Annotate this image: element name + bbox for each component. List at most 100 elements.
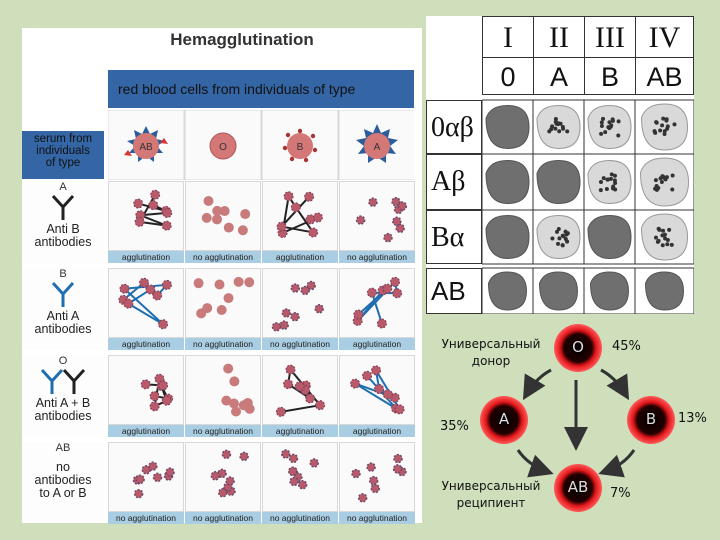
rbc-dot bbox=[158, 380, 169, 391]
table-body bbox=[482, 99, 694, 314]
table-group-header: B bbox=[584, 57, 636, 95]
result-cell bbox=[262, 355, 338, 425]
clump-dot bbox=[563, 236, 568, 241]
antibody-link bbox=[375, 369, 401, 410]
universal-recipient-label: Универсальный реципиент bbox=[432, 478, 550, 512]
rbc-dot bbox=[366, 287, 377, 298]
result-caption: agglutination bbox=[262, 425, 338, 437]
rbc-dot bbox=[223, 293, 234, 304]
result-cell bbox=[108, 442, 184, 512]
clump-dot bbox=[663, 177, 668, 182]
rbc-dot bbox=[135, 474, 145, 485]
row-label-line: no bbox=[56, 460, 70, 474]
serum-header-line: serum from bbox=[33, 133, 93, 145]
clump-dot bbox=[661, 116, 666, 121]
rbc-dot bbox=[300, 285, 310, 296]
rbc-dot bbox=[196, 308, 207, 319]
rbc-dot bbox=[158, 319, 169, 330]
clump-dot bbox=[550, 236, 555, 241]
clump-dot bbox=[556, 122, 561, 127]
clump-dot bbox=[599, 123, 604, 128]
result-cell bbox=[339, 355, 415, 425]
result-cell bbox=[262, 181, 338, 251]
rbc-dot bbox=[287, 466, 298, 477]
row-label-line: Anti A + B bbox=[35, 396, 91, 410]
rbc-dot bbox=[193, 278, 204, 289]
clump-dot bbox=[669, 242, 674, 247]
cells-illustration bbox=[355, 196, 408, 243]
result-cell bbox=[108, 181, 184, 251]
row-label-line: to A or B bbox=[39, 486, 87, 500]
rbc-dot bbox=[148, 200, 159, 211]
table-row-label: Aβ bbox=[426, 154, 482, 210]
row-label-line: antibodies bbox=[34, 473, 92, 487]
recipient-line: реципиент bbox=[456, 496, 526, 510]
rbc-dot bbox=[223, 222, 234, 233]
clump-dot bbox=[670, 187, 675, 192]
clump-dot bbox=[598, 188, 603, 193]
rbc-a-icon: A bbox=[356, 124, 398, 163]
rbc-type-label: AB bbox=[139, 142, 153, 153]
table-roman-header: I bbox=[482, 16, 534, 58]
clump-dot bbox=[653, 235, 658, 240]
row-label-line: antibodies bbox=[34, 409, 92, 423]
clump-dot bbox=[659, 180, 664, 185]
clump-dot bbox=[549, 127, 554, 132]
row-label-o: O Anti A + B antibodies bbox=[22, 355, 104, 437]
result-cell bbox=[108, 355, 184, 425]
rbc-dot bbox=[289, 476, 299, 487]
rbc-dot bbox=[368, 197, 378, 207]
result-caption: agglutination bbox=[108, 425, 184, 437]
rbc-dot bbox=[392, 464, 403, 474]
cells-illustration bbox=[276, 191, 323, 238]
clump-dot bbox=[656, 238, 661, 243]
rbc-dot bbox=[203, 195, 214, 206]
uniform-drop bbox=[485, 214, 530, 260]
rbc-dot bbox=[355, 215, 366, 225]
rbc-dot bbox=[123, 298, 134, 309]
node-b-circle bbox=[627, 396, 675, 444]
antibody-pair-icon bbox=[40, 368, 86, 394]
rbc-dot bbox=[362, 370, 373, 381]
rbc-header: red blood cells from individuals of type bbox=[108, 70, 414, 108]
rbc-dot bbox=[237, 225, 248, 236]
result-caption: no agglutination bbox=[262, 512, 338, 524]
hemagglutination-panel: Hemagglutination red blood cells from in… bbox=[22, 28, 422, 524]
rbc-dot bbox=[219, 206, 230, 217]
rbc-dot bbox=[279, 320, 289, 330]
clump-dot bbox=[557, 129, 562, 134]
result-caption: no agglutination bbox=[339, 251, 415, 263]
uniform-drop bbox=[589, 271, 630, 311]
clump-dot bbox=[604, 187, 609, 192]
cells-illustration bbox=[193, 276, 255, 319]
rbc-type-label: B bbox=[297, 142, 304, 153]
rbc-dot bbox=[216, 304, 227, 315]
rbc-dot bbox=[392, 288, 403, 299]
clump-dot bbox=[653, 178, 658, 183]
rbc-dot bbox=[376, 318, 387, 329]
rbc-dot bbox=[233, 276, 244, 287]
result-caption: no agglutination bbox=[108, 512, 184, 524]
uniform-drop bbox=[485, 104, 530, 150]
clump-dot bbox=[667, 227, 672, 232]
table-row-label: 0αβ bbox=[426, 100, 482, 154]
result-cell bbox=[262, 442, 338, 512]
antibody-link bbox=[123, 288, 164, 325]
row-type: A bbox=[59, 181, 67, 193]
clump-dot bbox=[670, 173, 675, 178]
clump-dot bbox=[613, 181, 618, 186]
node-ab-circle bbox=[554, 464, 602, 512]
rbc-dot bbox=[134, 216, 145, 227]
result-caption: no agglutination bbox=[339, 512, 415, 524]
rbc-dot bbox=[133, 198, 144, 209]
cells-illustration bbox=[275, 364, 326, 417]
node-ab-label: AB bbox=[567, 478, 589, 496]
result-caption: agglutination bbox=[108, 251, 184, 263]
rbc-dot bbox=[315, 400, 326, 411]
cells-illustration bbox=[271, 280, 324, 332]
recipient-line: Универсальный bbox=[441, 479, 541, 493]
rbc-dot bbox=[294, 381, 305, 392]
node-o-label: O bbox=[572, 338, 584, 356]
rbc-dot bbox=[145, 284, 156, 295]
clump-dot bbox=[612, 173, 617, 178]
